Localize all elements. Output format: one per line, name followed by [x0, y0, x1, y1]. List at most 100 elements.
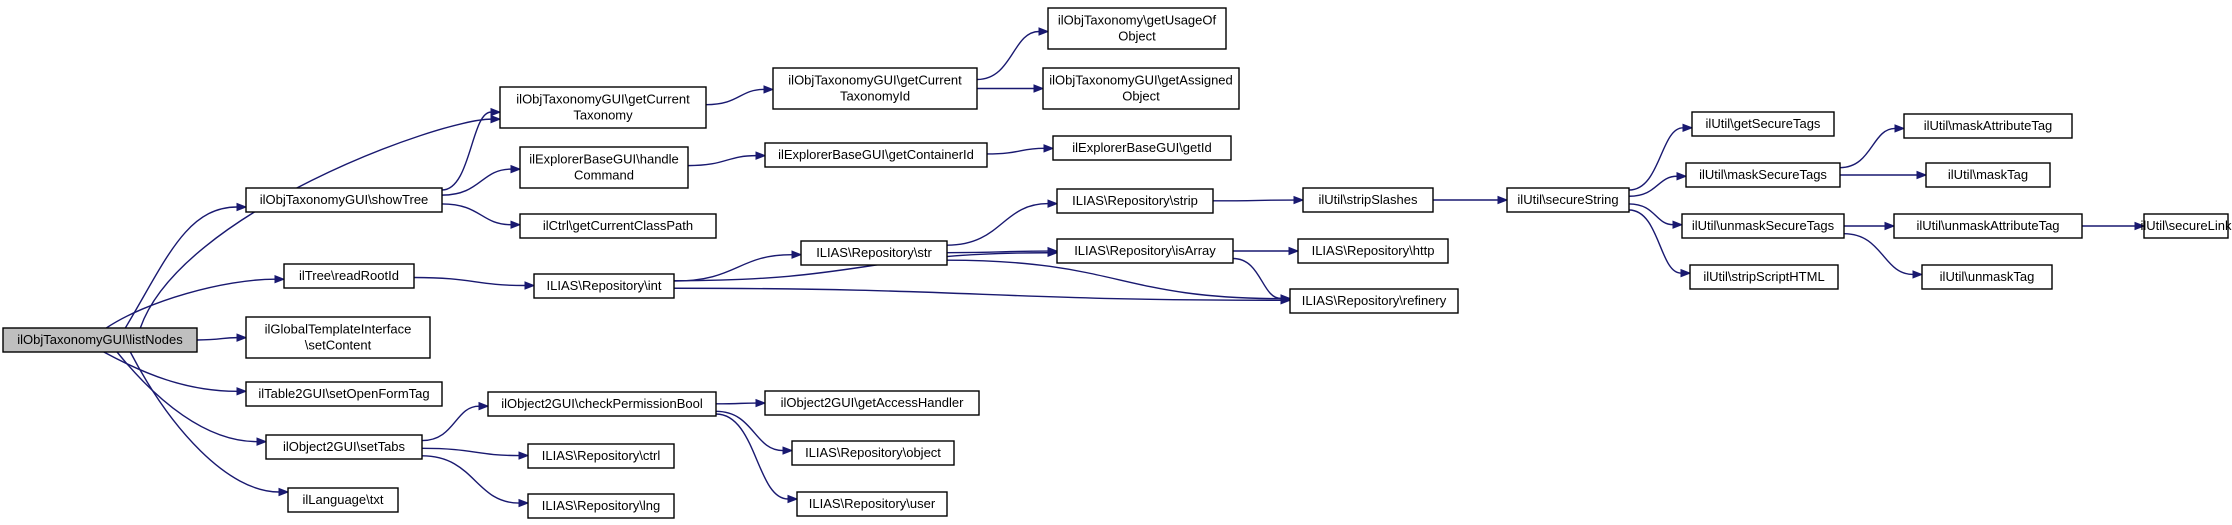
arrow-head-icon [2134, 221, 2146, 231]
node-get-container-id[interactable]: ilExplorerBaseGUI\getContainerId [764, 142, 988, 168]
node-txt[interactable]: ilLanguage\txt [287, 487, 399, 513]
node-box [245, 316, 431, 359]
node-repo-refinery[interactable]: ILIAS\Repository\refinery [1289, 288, 1459, 314]
arrow-head-icon [1280, 294, 1292, 303]
node-label: ilObjTaxonomyGUI\getAssigned [1049, 73, 1233, 88]
node-show-tree[interactable]: ilObjTaxonomyGUI\showTree [245, 187, 443, 213]
node-get-access-handler[interactable]: ilObject2GUI\getAccessHandler [764, 390, 980, 416]
edge-get-container-id-to-get-id [986, 144, 1055, 155]
node-unmask-attribute-tag[interactable]: ilUtil\unmaskAttributeTag [1893, 213, 2083, 239]
node-box [2143, 213, 2229, 239]
edge-handle-command-to-get-container-id [687, 151, 767, 167]
node-repo-lng[interactable]: ILIAS\Repository\lng [527, 493, 675, 519]
edge-repo-str-to-repo-is-array [946, 246, 1059, 256]
node-label: ilObjTaxonomyGUI\showTree [260, 192, 429, 207]
node-repo-is-array[interactable]: ILIAS\Repository\isArray [1056, 238, 1234, 264]
edge-line [986, 147, 1045, 155]
edge-check-permission-bool-to-repo-object [715, 410, 794, 455]
node-repo-str[interactable]: ILIAS\Repository\str [800, 240, 948, 266]
node-label: ILIAS\Repository\ctrl [542, 448, 661, 463]
arrow-head-icon [1680, 268, 1692, 278]
node-label: ilUtil\unmaskAttributeTag [1916, 218, 2059, 233]
edge-secure-string-to-strip-script-html [1628, 209, 1692, 278]
arrow-head-icon [1047, 199, 1059, 208]
edge-repo-strip-to-strip-slashes [1212, 195, 1305, 205]
node-label: ilObject2GUI\setTabs [283, 439, 406, 454]
node-secure-string[interactable]: ilUtil\secureString [1506, 187, 1630, 213]
node-box [283, 263, 415, 289]
node-get-current-class-path[interactable]: ilCtrl\getCurrentClassPath [519, 213, 717, 239]
node-box [1685, 162, 1841, 188]
edge-line [139, 118, 492, 329]
edge-set-tabs-to-repo-lng [421, 455, 530, 508]
edge-list-nodes-to-get-current-taxonomy [139, 114, 502, 329]
edge-check-permission-bool-to-repo-user [715, 413, 799, 504]
node-repo-ctrl[interactable]: ILIAS\Repository\ctrl [527, 443, 675, 469]
node-box [772, 67, 978, 110]
node-mask-attribute-tag[interactable]: ilUtil\maskAttributeTag [1903, 113, 2073, 139]
arrow-head-icon [1293, 195, 1305, 205]
node-box [1289, 288, 1459, 314]
node-unmask-tag[interactable]: ilUtil\unmaskTag [1921, 264, 2053, 290]
arrow-head-icon [510, 164, 522, 174]
node-box [1681, 213, 1845, 239]
edge-repo-str-to-repo-strip [946, 199, 1059, 246]
edge-line [976, 30, 1040, 81]
node-mask-secure-tags[interactable]: ilUtil\maskSecureTags [1685, 162, 1841, 188]
node-repo-strip[interactable]: ILIAS\Repository\strip [1056, 188, 1214, 214]
edge-repo-is-array-to-repo-refinery [1232, 257, 1292, 303]
node-get-secure-tags[interactable]: ilUtil\getSecureTags [1691, 111, 1835, 137]
edge-line [687, 154, 757, 167]
node-strip-slashes[interactable]: ilUtil\stripSlashes [1302, 187, 1434, 213]
node-repo-object[interactable]: ILIAS\Repository\object [791, 440, 955, 466]
arrow-head-icon [782, 446, 794, 455]
node-box [1506, 187, 1630, 213]
node-label: ilTable2GUI\setOpenFormTag [258, 386, 429, 401]
arrow-head-icon [274, 274, 286, 284]
node-list-nodes[interactable]: ilObjTaxonomyGUI\listNodes [2, 327, 198, 353]
node-label: ilUtil\secureString [1517, 192, 1618, 207]
node-box [1056, 188, 1214, 214]
edge-show-tree-to-get-current-taxonomy [441, 107, 502, 191]
edge-line [705, 88, 765, 106]
arrow-head-icon [510, 220, 522, 229]
edge-line [673, 252, 1049, 282]
node-secure-link[interactable]: ilUtil\secureLink [2140, 213, 2232, 239]
node-unmask-secure-tags[interactable]: ilUtil\unmaskSecureTags [1681, 213, 1845, 239]
node-read-root-id[interactable]: ilTree\readRootId [283, 263, 415, 289]
node-set-open-form-tag[interactable]: ilTable2GUI\setOpenFormTag [245, 381, 443, 407]
node-label: ilUtil\stripSlashes [1319, 192, 1418, 207]
edge-show-tree-to-get-current-class-path [441, 203, 522, 229]
node-box [1893, 213, 2083, 239]
arrow-head-icon [1894, 124, 1906, 133]
node-get-id[interactable]: ilExplorerBaseGUI\getId [1052, 135, 1232, 161]
node-box [764, 142, 988, 168]
edge-line [715, 413, 789, 500]
edge-line [1232, 257, 1282, 300]
node-set-content[interactable]: ilGlobalTemplateInterface\setContent [245, 316, 431, 359]
node-label: ILIAS\Repository\int [547, 278, 662, 293]
node-label: ilObject2GUI\getAccessHandler [781, 395, 964, 410]
node-repo-int[interactable]: ILIAS\Repository\int [533, 273, 675, 299]
arrow-head-icon [490, 114, 502, 124]
edge-list-nodes-to-set-content [196, 333, 248, 342]
edge-line [196, 336, 238, 341]
node-label: \setContent [305, 338, 372, 353]
node-mask-tag[interactable]: ilUtil\maskTag [1925, 162, 2051, 188]
arrow-head-icon [256, 437, 268, 446]
node-check-permission-bool[interactable]: ilObject2GUI\checkPermissionBool [487, 391, 717, 417]
edge-set-tabs-to-repo-ctrl [421, 447, 530, 460]
node-label: ilObject2GUI\checkPermissionBool [501, 396, 703, 411]
node-box [2, 327, 198, 353]
node-strip-script-html[interactable]: ilUtil\stripScriptHTML [1689, 264, 1839, 290]
node-repo-user[interactable]: ILIAS\Repository\user [796, 491, 948, 517]
arrow-head-icon [1497, 195, 1509, 205]
node-set-tabs[interactable]: ilObject2GUI\setTabs [265, 434, 423, 460]
node-label: ILIAS\Repository\refinery [1302, 293, 1447, 308]
node-repo-http[interactable]: ILIAS\Repository\http [1297, 238, 1449, 264]
